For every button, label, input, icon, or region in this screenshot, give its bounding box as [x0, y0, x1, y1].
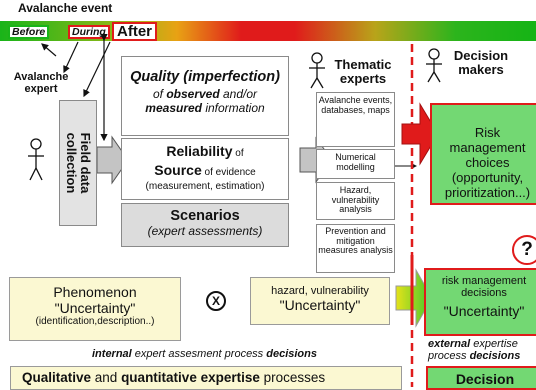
bottom-processes: processes	[259, 370, 326, 385]
internal-mid: expert assesment process	[131, 348, 267, 360]
hazard-box: hazard, vulnerability "Uncertainty"	[250, 277, 390, 325]
thematic-item-prevention-label: Prevention and mitigation measures analy…	[318, 226, 393, 256]
bottom-expertise-bar: Qualitative and quantitative expertise p…	[10, 366, 402, 390]
bottom-decision-box: Decision	[426, 366, 536, 390]
timeline-before-label: Before	[12, 26, 46, 38]
quality-box: Quality (imperfection) of observed and/o…	[121, 56, 289, 136]
quality-title: Quality (imperfection)	[130, 69, 280, 85]
timeline-during: During	[68, 25, 110, 39]
multiply-symbol: X	[206, 291, 226, 311]
external-process-caption: external expertise process decisions	[428, 338, 521, 363]
scenarios-title: Scenarios	[170, 208, 240, 224]
risk-choices-box: Risk management choices (opportunity, pr…	[430, 103, 536, 205]
question-mark: ?	[521, 239, 533, 260]
quality-line3-post: information	[202, 101, 265, 115]
arrow-expert-left	[41, 43, 57, 57]
multiply-symbol-label: X	[211, 294, 220, 308]
reliability-title-post: of	[232, 148, 244, 159]
external-post: expertise	[470, 338, 518, 350]
thematic-item-prevention: Prevention and mitigation measures analy…	[316, 224, 395, 273]
phenomenon-uncertainty: "Uncertainty"	[54, 300, 136, 316]
field-data-box	[59, 100, 97, 226]
timeline-before: Before	[8, 25, 50, 39]
phenomenon-box: Phenomenon "Uncertainty" (identification…	[9, 277, 181, 341]
timeline-title: Avalanche event	[18, 1, 113, 15]
hazard-title: hazard, vulnerability	[271, 285, 369, 297]
external-decisions: decisions	[469, 349, 521, 362]
timeline-after: After	[112, 22, 158, 41]
external-line2-pre: process	[428, 349, 470, 362]
arrow-to-risk-choices	[401, 102, 439, 166]
thematic-item-hazard-label: Hazard, vulnerability analysis	[331, 185, 380, 215]
internal-process-caption: internal expert assesment process decisi…	[92, 348, 317, 360]
internal-label: internal	[92, 348, 132, 360]
decision-makers-label: Decision makers	[453, 48, 509, 78]
risk-decisions-line1: risk management decisions	[441, 275, 527, 299]
arrow-during-to-expert	[63, 41, 79, 74]
risk-choices-label: Risk management choices (opportunity, pr…	[444, 125, 531, 200]
reliability-source: Source	[154, 162, 202, 178]
quality-measured: measured	[145, 101, 202, 115]
bottom-quantitative: quantitative	[121, 370, 197, 385]
bottom-expertise: expertise	[200, 370, 260, 385]
quality-line2-post: and/or	[219, 87, 258, 101]
phenomenon-title: Phenomenon	[53, 284, 137, 300]
timeline-after-label: After	[117, 23, 153, 40]
reliability-title: Reliability	[166, 143, 233, 159]
bottom-and: and	[91, 370, 122, 385]
internal-decisions: decisions	[266, 348, 317, 360]
thematic-item-hazard: Hazard, vulnerability analysis	[316, 182, 395, 220]
field-data-label: Field data collection	[64, 132, 93, 194]
thematic-item-databases-label: Avalanche events, databases, maps	[318, 95, 393, 115]
quality-observed: observed	[166, 87, 220, 101]
timeline-during-label: During	[72, 26, 106, 38]
scenarios-sub: (expert assessments)	[147, 224, 263, 238]
thematic-item-modelling-label: Numerical modelling	[335, 152, 376, 172]
avalanche-expert-label: Avalanche expert	[13, 71, 69, 95]
risk-decisions-box: risk management decisions "Uncertainty"	[424, 268, 536, 336]
reliability-line3: (measurement, estimation)	[145, 181, 265, 192]
bottom-decision-label: Decision	[455, 371, 515, 387]
hazard-uncertainty: "Uncertainty"	[279, 297, 361, 313]
bottom-qualitative: Qualitative	[22, 370, 92, 385]
quality-line2-pre: of	[152, 87, 167, 101]
reliability-line2-post: of evidence	[201, 167, 256, 178]
reliability-box: Reliability of Source of evidence (measu…	[121, 138, 289, 200]
external-label: external	[428, 338, 471, 350]
thematic-item-databases: Avalanche events, databases, maps	[316, 92, 395, 147]
arrow-field-to-reliability	[96, 135, 129, 185]
risk-decisions-uncertainty: "Uncertainty"	[443, 302, 525, 319]
question-badge: ?	[512, 235, 536, 265]
thematic-experts-label: Thematic experts	[334, 57, 392, 87]
phenomenon-detail: (identification,description..)	[35, 316, 155, 327]
thematic-item-modelling: Numerical modelling	[316, 149, 395, 179]
scenarios-box: Scenarios (expert assessments)	[121, 203, 289, 247]
